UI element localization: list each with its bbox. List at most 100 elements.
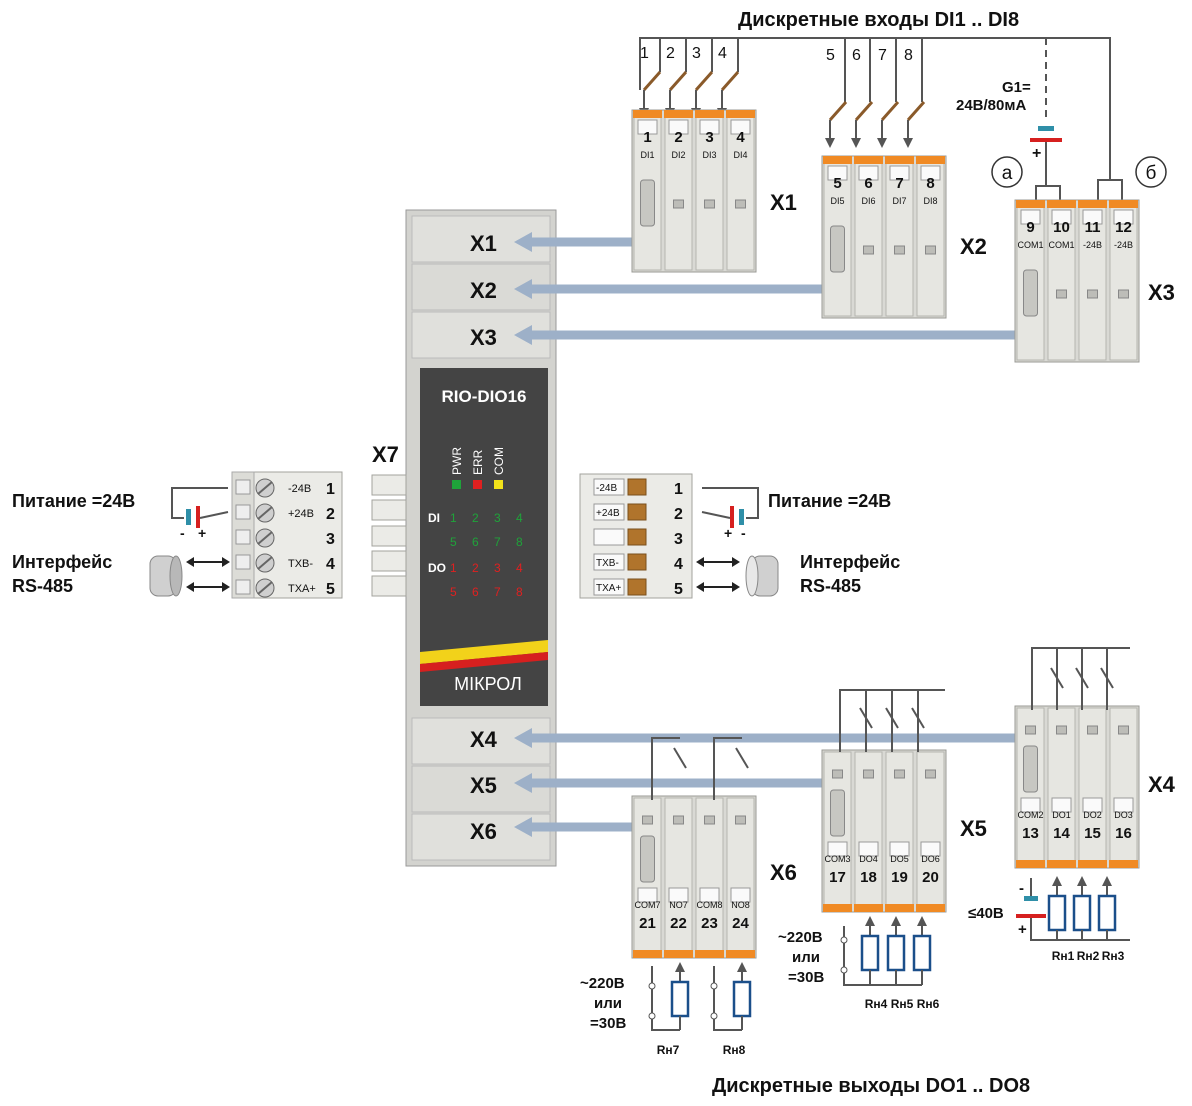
di-led-6: 6 [472,535,479,549]
x5-pin-num-17: 17 [829,869,846,886]
right-pin-num-1: 1 [674,481,683,498]
x5-pin-label-18: DO4 [859,854,878,864]
di-led-3: 3 [494,511,501,525]
svg-text:-: - [1019,880,1024,897]
di-bus [639,37,1111,180]
x4-pin-15-clip [1078,860,1107,868]
led-pwr [452,480,461,489]
switch-number-7: 7 [878,47,887,64]
x1-pin-label-3: DI3 [702,150,716,160]
x1-pin-4-clip [726,110,755,118]
do-led-6: 6 [472,585,479,599]
relay-contact-3 [1100,667,1114,689]
inputs-title: Дискретные входы DI1 .. DI8 [738,9,1019,31]
di-led-4: 4 [516,511,523,525]
left-pin-num-3: 3 [326,531,335,548]
x5-pin-label-20: DO6 [921,854,940,864]
x4-pin-num-13: 13 [1022,825,1039,842]
port-x4: X4 [470,727,498,752]
do-led-2: 2 [472,561,479,575]
di-switch-5: 5 [825,47,848,148]
x1-pin-label-1: DI1 [640,150,654,160]
led-label-err: ERR [471,449,485,475]
x1-lever [640,179,655,227]
port-x1: X1 [470,231,497,256]
switch-number-6: 6 [852,47,861,64]
load-label-x4-2: Rн3 [1102,949,1125,963]
port-x5: X5 [470,773,497,798]
x4-pin-num-15: 15 [1084,825,1101,842]
left-power-wiring: - + [171,487,229,541]
do-led-4: 4 [516,561,523,575]
x3-pin-num-11: 11 [1085,219,1101,236]
x3-lever [1023,269,1038,317]
port-x6: X6 [470,819,497,844]
x5-pin-18-clip [854,904,883,912]
do-led-3: 3 [494,561,501,575]
left-pin-label-1: -24B [288,483,311,495]
right-pin-label-4: TXB- [596,558,619,569]
x6-supply-3: =30В [590,1015,626,1032]
relay-contact-7 [673,747,687,769]
svg-text:+: + [724,525,732,541]
x4-pin-13-clip [1016,860,1045,868]
load-label-x6-0: Rн7 [657,1043,680,1057]
right-pin-num-2: 2 [674,506,683,523]
x5-pin-19-clip [885,904,914,912]
x6-pin-label-22: NO7 [669,900,688,910]
relay-contact-2 [1075,667,1089,689]
x6-pin-23-clip [695,950,724,958]
do-led-1: 1 [450,561,457,575]
x3-pin-11-clip [1078,200,1107,208]
load-x6-1: Rн8 [723,962,752,1057]
x5-supply-1: ~220В [778,929,823,946]
x6-pin-label-23: COM8 [696,900,722,910]
right-row-5: TXA+5 [593,578,683,598]
g1-label-1: G1= [1002,79,1031,96]
led-label-com: COM [492,447,506,475]
g1-battery: + [1030,126,1123,200]
jumper-a-marker [991,156,1023,188]
load-x6-0: Rн7 [657,962,690,1057]
x4-name: X4 [1148,772,1176,797]
led-com [494,480,503,489]
switch-number-1: 1 [640,45,649,62]
relay-contact-5 [885,707,899,729]
module: X1 X2 X3 X4 X5 X6 RIO-DIO16 PWR ERR COM … [405,209,557,867]
x6-pin-num-22: 22 [670,915,687,932]
x3-pin-label-12: -24B [1114,240,1133,250]
do-label: DO [428,561,446,575]
left-pin-label-5: TXA+ [288,583,316,595]
x6-pin-label-24: NO8 [731,900,750,910]
x5-pin-17-clip [823,904,852,912]
right-pin-num-5: 5 [674,581,683,598]
x1-pin-label-4: DI4 [733,150,747,160]
x5-supply-2: или [792,949,820,966]
right-iface-label-2: RS-485 [800,576,861,596]
stripe-yellow [420,640,548,664]
di-switch-3: 3 [691,45,714,118]
left-pin-num-2: 2 [326,506,335,523]
x6-pin-22: 22 NO7 [664,797,693,958]
relay-contacts [673,667,1114,769]
svg-text:+: + [1018,921,1027,938]
right-push-2 [627,503,647,521]
x2-pin-num-8: 8 [926,175,934,192]
load-x4-2: Rн3 [1097,876,1125,963]
x6-pin-22-clip [664,950,693,958]
x5-pin-20-clip [916,904,945,912]
left-rs485-connector [149,555,230,597]
x2-pin-num-5: 5 [833,175,841,192]
load-x5-0: Rн4 [860,916,888,1011]
switch-number-3: 3 [692,45,701,62]
